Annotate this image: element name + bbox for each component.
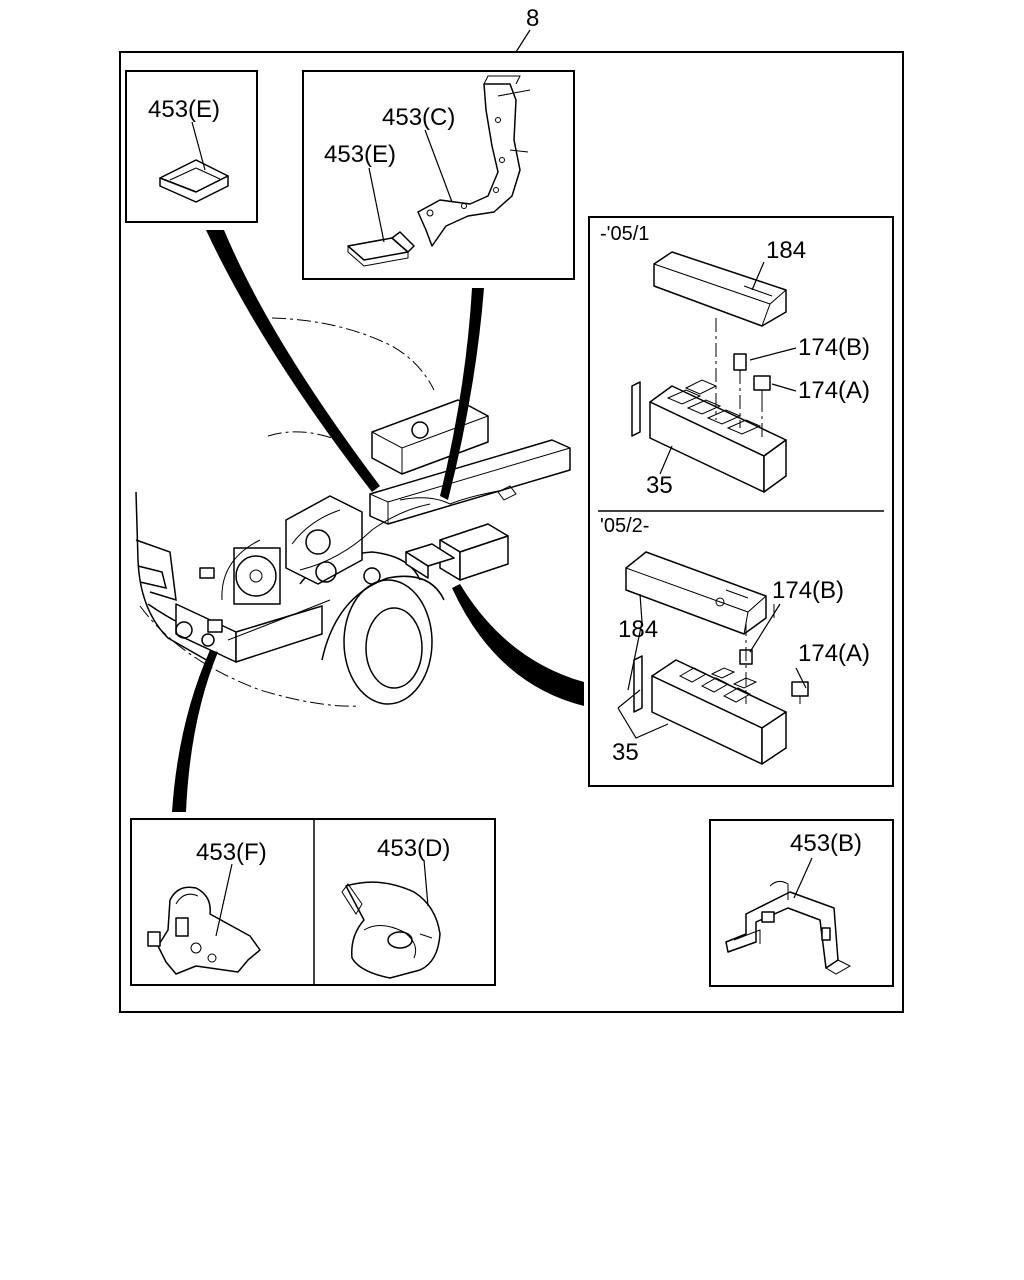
pointer-to-fuse-box — [452, 584, 584, 706]
label-35-new: 35 — [612, 739, 639, 766]
pointer-to-453e-left — [206, 230, 380, 492]
leader-453f — [215, 863, 233, 937]
label-184-old: 184 — [766, 237, 806, 264]
panel-453e-left: 453(E) — [125, 70, 258, 223]
label-453c: 453(C) — [382, 104, 455, 131]
label-453d: 453(D) — [377, 835, 450, 862]
leader-453e-left — [191, 121, 206, 171]
label-453f: 453(F) — [196, 839, 267, 866]
panel-453b: 453(B) — [709, 819, 894, 987]
label-range-new: '05/2- — [600, 515, 649, 537]
label-453e-left: 453(E) — [148, 96, 220, 123]
label-453b: 453(B) — [790, 830, 862, 857]
panel-fuse-box: -'05/1 184 174(B) 174(A) 35 — [588, 216, 894, 787]
bracket-453d-drawing — [341, 881, 441, 979]
relay-174a-new-drawing — [791, 681, 809, 704]
label-174b-new: 174(B) — [772, 577, 844, 604]
leader-453e-top — [368, 167, 385, 243]
top-reference-leader — [515, 29, 531, 53]
leader-453c — [424, 129, 453, 203]
panel-453c: 453(C) 453(E) — [302, 70, 575, 280]
bracket-453f-drawing — [147, 886, 261, 975]
relay-174a-old-drawing — [753, 375, 771, 398]
label-range-old: -'05/1 — [600, 223, 649, 245]
bracket-453e-left-drawing — [159, 159, 229, 203]
top-reference-number: 8 — [526, 5, 539, 32]
fuse-cover-new-drawing — [625, 551, 767, 635]
bracket-453c-drawing — [417, 75, 531, 247]
panel-453f-453d: 453(F) 453(D) — [130, 818, 496, 986]
fuse-cover-old-drawing — [653, 251, 787, 327]
relay-174b-old-drawing — [733, 353, 747, 371]
leader-453b — [793, 857, 813, 899]
vehicle-chassis-drawing — [135, 317, 571, 707]
bracket-453b-drawing — [725, 880, 852, 975]
leader-453d — [423, 859, 429, 907]
main-frame — [119, 51, 904, 1013]
label-174b-old: 174(B) — [798, 334, 870, 361]
fuse-box-old-drawing — [631, 379, 787, 493]
bracket-453e-top-drawing — [347, 231, 415, 267]
label-35-old: 35 — [646, 472, 673, 499]
pointer-to-453c — [440, 288, 484, 500]
fuse-box-new-drawing — [633, 655, 787, 765]
label-174a-new: 174(A) — [798, 640, 870, 667]
pointer-to-453f — [172, 650, 218, 812]
label-174a-old: 174(A) — [798, 377, 870, 404]
label-453e-top: 453(E) — [324, 141, 396, 168]
